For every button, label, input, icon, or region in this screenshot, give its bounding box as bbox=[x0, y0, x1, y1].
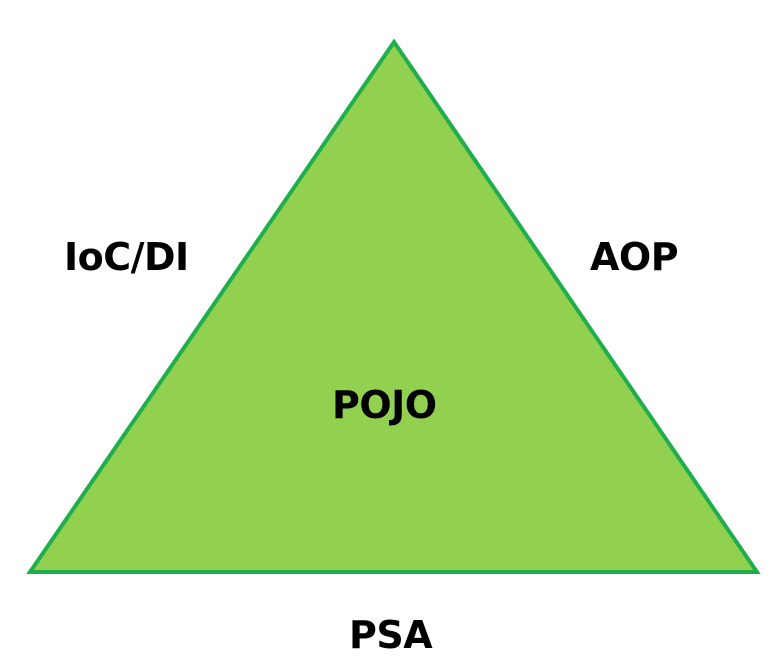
label-ioc-di: IoC/DI bbox=[64, 235, 189, 279]
label-pojo: POJO bbox=[332, 383, 437, 427]
triangle-shape bbox=[26, 38, 761, 574]
label-aop: AOP bbox=[590, 235, 679, 279]
label-psa: PSA bbox=[349, 613, 433, 657]
